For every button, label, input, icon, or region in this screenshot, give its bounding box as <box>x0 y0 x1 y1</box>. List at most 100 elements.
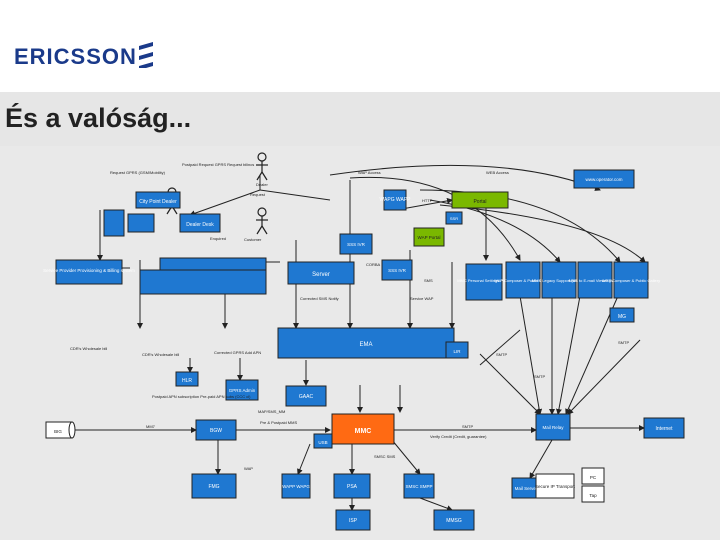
box-web-composer: WEB Composer & Public Gallery <box>602 261 660 299</box>
svg-text:SMS: SMS <box>424 278 433 283</box>
svg-text:MMSG: MMSG <box>446 518 462 524</box>
svg-text:www.operator.com: www.operator.com <box>585 177 622 182</box>
svg-text:CDR's Wholesale bill: CDR's Wholesale bill <box>70 346 107 351</box>
box-mmc-personal: MMC Personal Settings Portal <box>457 263 511 301</box>
svg-text:Postpaid APN subscription Pre-: Postpaid APN subscription Pre-paid APN s… <box>152 394 251 399</box>
svg-text:USB: USB <box>318 440 327 445</box>
svg-text:BIG: BIG <box>54 429 62 434</box>
box-lir: LIR <box>445 341 469 359</box>
svg-text:Tap: Tap <box>589 493 597 498</box>
network-architecture-diagram: City Point Dealer Dealer Desk Service Pr… <box>0 146 720 540</box>
svg-text:BGW: BGW <box>210 428 222 434</box>
diagram-labels: Dealer Customer Request GPRS (GSM/Mobili… <box>70 162 629 471</box>
svg-text:Verify Credit (Credit, guarant: Verify Credit (Credit, guarantee) <box>430 434 487 439</box>
database-icon-big: BIG <box>45 421 76 439</box>
svg-text:SMTP: SMTP <box>462 424 473 429</box>
svg-text:Dealer: Dealer <box>256 182 268 187</box>
svg-text:MMS Legacy Support (MMCP): MMS Legacy Support (MMCP) <box>532 278 587 283</box>
svg-text:WAP Access: WAP Access <box>358 170 381 175</box>
svg-text:Mail Server: Mail Server <box>515 486 538 491</box>
svg-text:HTTP: HTTP <box>422 198 433 203</box>
svg-text:MMC: MMC <box>355 428 372 435</box>
box-ema: EMA <box>277 327 455 359</box>
box-ssr: SSR <box>445 211 463 225</box>
svg-text:Portal: Portal <box>473 199 486 205</box>
box-hlr: HLR <box>175 371 199 387</box>
svg-text:GPRS Admin: GPRS Admin <box>229 388 256 393</box>
svg-text:Server: Server <box>312 272 330 278</box>
svg-text:Mail Relay: Mail Relay <box>542 425 564 430</box>
box-mg: MG <box>609 307 635 323</box>
box-fmg: FMG <box>191 473 237 499</box>
title-bar <box>0 92 720 146</box>
svg-text:SSS IVR: SSS IVR <box>347 242 366 247</box>
svg-text:EMA: EMA <box>359 342 372 348</box>
box-wapp-wapg: WAPP WAPG <box>281 473 311 499</box>
diagram-canvas: City Point Dealer Dealer Desk Service Pr… <box>43 152 685 531</box>
svg-text:WAP Portal: WAP Portal <box>417 235 440 240</box>
svg-text:WEB Composer & Public Gallery: WEB Composer & Public Gallery <box>602 278 660 283</box>
svg-text:Service WAP: Service WAP <box>410 296 434 301</box>
box-bgw: BGW <box>195 419 237 441</box>
svg-text:Postpaid Request GPRS Request: Postpaid Request GPRS Request bilincs <box>182 162 254 167</box>
svg-text:WAPG WAPP: WAPG WAPP <box>379 197 411 203</box>
box-wapg: WAPG WAPP <box>379 189 411 211</box>
box-service-provider: Service Provider Provisioning & Billing … <box>43 259 135 285</box>
svg-text:Customer: Customer <box>244 237 262 242</box>
box-mms-legacy: MMS Legacy Support (MMCP) <box>532 261 587 299</box>
svg-text:Internet: Internet <box>656 426 674 432</box>
svg-text:MM7: MM7 <box>146 424 156 429</box>
box-mmsg: MMSG <box>433 509 475 531</box>
user-icon-customer-2 <box>256 207 268 235</box>
box-psa: PSA <box>333 473 371 499</box>
box-usb: USB <box>313 433 333 449</box>
svg-text:SMSC SMS: SMSC SMS <box>374 454 396 459</box>
box-isp: ISP <box>335 509 371 531</box>
box-portal: Portal <box>451 191 509 209</box>
svg-text:GAAC: GAAC <box>299 394 314 400</box>
svg-text:SSR: SSR <box>450 216 458 221</box>
svg-text:WAP: WAP <box>244 466 253 471</box>
box-mms-email: MMS to E-mail Viewer (MMC) <box>569 261 622 299</box>
slide-header: ERICSSON <box>0 0 720 92</box>
box-mail-relay: Mail Relay <box>535 413 571 441</box>
box-operator: www.operator.com <box>573 169 635 189</box>
svg-text:FMG: FMG <box>208 484 219 490</box>
svg-text:Request GPRS (GSM/Mobility): Request GPRS (GSM/Mobility) <box>110 170 166 175</box>
svg-text:Secure IP Transport: Secure IP Transport <box>535 484 576 489</box>
svg-text:City Point Dealer: City Point Dealer <box>139 199 177 205</box>
svg-text:MG: MG <box>618 314 626 320</box>
svg-text:Corrected GPRS Add APN: Corrected GPRS Add APN <box>214 350 261 355</box>
box-services-group <box>103 209 267 295</box>
box-secure-ip: Secure IP Transport <box>535 473 576 499</box>
svg-text:SSS IVR: SSS IVR <box>388 268 407 273</box>
ericsson-logo: ERICSSON <box>14 44 137 69</box>
svg-text:WAP Composer & Public Gallery: WAP Composer & Public Gallery <box>494 278 552 283</box>
svg-text:CORBA: CORBA <box>366 262 381 267</box>
svg-text:LIR: LIR <box>453 349 461 354</box>
box-pc: PC <box>581 467 605 485</box>
box-mmc: MMC <box>331 413 395 445</box>
box-smsc: SMSC SMPP <box>403 473 435 499</box>
svg-text:SMSC SMPP: SMSC SMPP <box>405 484 432 489</box>
svg-text:HLR: HLR <box>182 378 192 384</box>
svg-text:PSA: PSA <box>347 484 358 490</box>
svg-text:Dealer Desk: Dealer Desk <box>186 222 214 228</box>
box-server: Server <box>287 261 355 285</box>
box-wap-portal: WAP Portal <box>413 227 445 247</box>
box-city-point: City Point Dealer <box>135 191 181 209</box>
svg-text:MMC Personal Settings Portal: MMC Personal Settings Portal <box>457 278 511 283</box>
svg-text:MAP/SMS_MM: MAP/SMS_MM <box>258 409 285 414</box>
svg-text:PC: PC <box>590 475 597 480</box>
svg-text:SMTP: SMTP <box>534 374 545 379</box>
user-icon-dealer <box>256 152 268 181</box>
svg-text:MMS to E-mail Viewer (MMC): MMS to E-mail Viewer (MMC) <box>569 278 622 283</box>
box-sss-ivr: SSS IVR <box>339 233 373 255</box>
svg-text:SMTP: SMTP <box>618 340 629 345</box>
svg-text:Request: Request <box>250 192 266 197</box>
box-tap: Tap <box>581 485 605 503</box>
ericsson-logo-icon <box>139 42 153 68</box>
box-wap-composer: WAP Composer & Public Gallery <box>494 261 552 299</box>
svg-text:CDR's Wholesale bill: CDR's Wholesale bill <box>142 352 179 357</box>
box-ivr: SSS IVR <box>381 259 413 281</box>
